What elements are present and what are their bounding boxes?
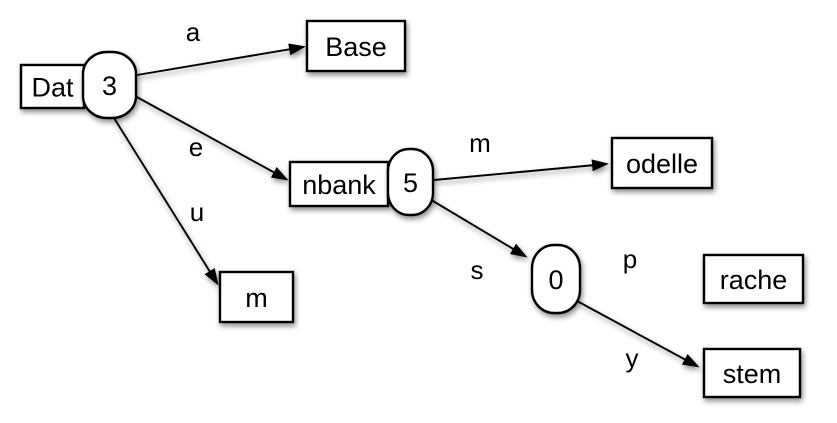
node-label-dat: Dat — [31, 73, 74, 103]
edge-s-5-to-0 — [427, 197, 528, 258]
edge-label-s: s — [471, 255, 484, 285]
node-nbank: nbank — [288, 160, 390, 208]
edge-label-m: m — [469, 128, 491, 158]
node-label-base: Base — [325, 32, 387, 62]
node-odelle: odelle — [610, 136, 714, 190]
word-box-shape-m-word — [218, 270, 295, 324]
node-5: 5 — [386, 147, 435, 217]
edge-line-e — [134, 95, 289, 181]
node-label-0: 0 — [548, 265, 563, 295]
edge-line-s — [427, 197, 528, 258]
node-label-5: 5 — [403, 168, 418, 198]
node-label-m-word: m — [245, 283, 268, 313]
node-rache: rache — [702, 253, 805, 305]
node-label-nbank: nbank — [302, 170, 376, 200]
edge-line-y — [576, 300, 700, 368]
state-node-shape-0 — [530, 243, 582, 315]
node-3: 3 — [81, 50, 138, 120]
edge-y-0-to-stem — [576, 300, 700, 368]
node-label-3: 3 — [102, 71, 117, 101]
edge-label-e: e — [189, 132, 203, 162]
node-label-stem: stem — [723, 359, 782, 389]
edges-layer — [113, 43, 700, 368]
state-node-shape-3 — [81, 50, 138, 120]
word-box-shape-dat — [19, 63, 86, 110]
node-label-rache: rache — [720, 265, 788, 295]
edge-line-u — [113, 117, 219, 286]
word-box-shape-rache — [702, 253, 805, 305]
edge-label-p: p — [623, 244, 637, 274]
node-base: Base — [305, 19, 407, 73]
word-box-shape-base — [305, 19, 407, 73]
node-label-odelle: odelle — [626, 149, 698, 179]
word-box-shape-odelle — [610, 136, 714, 190]
edge-e-3-to-nbank — [134, 95, 289, 181]
edge-label-y: y — [626, 343, 639, 373]
node-dat: Dat — [19, 63, 86, 110]
edge-line-m — [433, 159, 609, 181]
node-m-word: m — [218, 270, 295, 324]
word-box-shape-nbank — [288, 160, 390, 208]
nodes-layer: Dat 3 Base nbank 5 odelle m 0 rache stem — [19, 19, 805, 399]
edge-a-3-to-base — [136, 43, 306, 76]
node-stem: stem — [702, 347, 802, 399]
edge-label-u: u — [190, 197, 204, 227]
edge-label-a: a — [186, 17, 201, 47]
node-0: 0 — [530, 243, 582, 315]
edge-line-a — [136, 43, 306, 76]
edge-u-3-to-m-word — [113, 117, 219, 286]
word-box-shape-stem — [702, 347, 802, 399]
state-node-shape-5 — [386, 147, 435, 217]
edge-labels-layer: a e u m s p y — [186, 17, 639, 373]
edge-m-5-to-odelle — [433, 159, 609, 181]
